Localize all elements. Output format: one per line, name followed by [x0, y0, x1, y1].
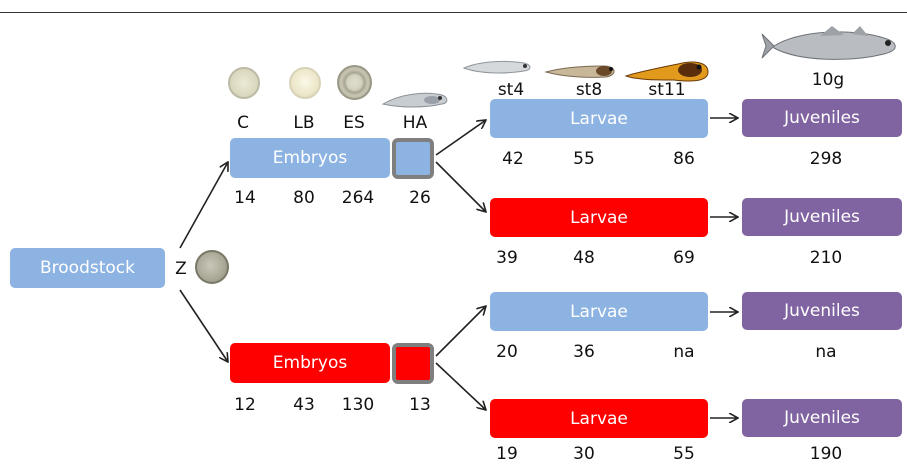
- juveniles-box-1: Juveniles: [742, 99, 902, 137]
- arrow-red-to-larvae-4: [436, 363, 486, 410]
- row3-st4-value: 20: [496, 342, 518, 362]
- zygote-egg-icon: [195, 250, 229, 284]
- larvae-label-3: Larvae: [570, 302, 628, 322]
- broodstock-box: Broodstock: [10, 248, 165, 288]
- arrow-blue-to-larvae-2: [436, 162, 486, 212]
- juveniles-box-2: Juveniles: [742, 198, 902, 236]
- embryo-red-c-value: 12: [234, 395, 256, 415]
- arrow-z-to-blue-embryos: [180, 162, 228, 248]
- stage-lb-label: LB: [293, 113, 314, 133]
- arrow-z-to-red-embryos: [180, 290, 228, 362]
- row4-st8-value: 30: [573, 444, 595, 464]
- hatching-box-red: [392, 343, 434, 384]
- juveniles-label-2: Juveniles: [784, 207, 860, 227]
- embryos-label-red: Embryos: [273, 353, 347, 373]
- arrow-blue-to-larvae-1: [436, 120, 486, 155]
- juvenile-fish-icon: [760, 22, 907, 68]
- juveniles-box-4: Juveniles: [742, 399, 902, 437]
- stage-ha-label: HA: [403, 113, 427, 133]
- row4-juveniles-value: 190: [810, 444, 842, 464]
- row4-st11-value: 55: [673, 444, 695, 464]
- larval-stage-st11: st11: [648, 80, 685, 100]
- larvae-label-2: Larvae: [570, 208, 628, 228]
- embryo-blue-ha-value: 26: [409, 188, 431, 208]
- arrow-red-to-larvae-3: [436, 306, 486, 356]
- larvae-label-4: Larvae: [570, 409, 628, 429]
- larvae-box-3: Larvae: [490, 292, 708, 331]
- egg-c-icon: [228, 67, 260, 99]
- stage-c-label: C: [237, 113, 249, 133]
- embryos-box-blue: Embryos: [230, 138, 390, 178]
- embryo-blue-lb-value: 80: [293, 188, 315, 208]
- larvae-box-1: Larvae: [490, 99, 708, 138]
- row2-st8-value: 48: [573, 248, 595, 268]
- row1-juveniles-value: 298: [810, 149, 842, 169]
- larval-stage-st4: st4: [498, 80, 524, 100]
- row3-juveniles-value: na: [815, 342, 836, 362]
- zygote-label: Z: [175, 259, 187, 279]
- larvae-box-2: Larvae: [490, 198, 708, 237]
- larvae-label-1: Larvae: [570, 109, 628, 129]
- larvae-box-4: Larvae: [490, 399, 708, 438]
- juveniles-label-4: Juveniles: [784, 408, 860, 428]
- row1-st11-value: 86: [673, 149, 695, 169]
- broodstock-label: Broodstock: [40, 258, 135, 278]
- row3-st11-value: na: [673, 342, 694, 362]
- juvenile-weight: 10g: [812, 70, 844, 90]
- row2-st11-value: 69: [673, 248, 695, 268]
- embryo-red-ha-value: 13: [409, 395, 431, 415]
- embryos-box-red: Embryos: [230, 343, 390, 383]
- embryos-label-blue: Embryos: [273, 148, 347, 168]
- row4-st4-value: 19: [496, 444, 518, 464]
- juveniles-label-1: Juveniles: [784, 108, 860, 128]
- egg-es-icon: [337, 65, 372, 100]
- embryo-red-lb-value: 43: [293, 395, 315, 415]
- juveniles-box-3: Juveniles: [742, 292, 902, 330]
- embryo-red-es-value: 130: [342, 395, 374, 415]
- embryo-blue-es-value: 264: [342, 188, 374, 208]
- juveniles-label-3: Juveniles: [784, 301, 860, 321]
- embryo-blue-c-value: 14: [234, 188, 256, 208]
- row1-st4-value: 42: [502, 149, 524, 169]
- stage-es-label: ES: [343, 113, 365, 133]
- row3-st8-value: 36: [573, 342, 595, 362]
- row2-juveniles-value: 210: [810, 248, 842, 268]
- larva-st4-icon: [462, 55, 534, 79]
- row1-st8-value: 55: [573, 149, 595, 169]
- egg-lb-icon: [289, 67, 321, 99]
- larval-stage-st8: st8: [576, 80, 602, 100]
- row2-st4-value: 39: [496, 248, 518, 268]
- hatching-box-blue: [392, 138, 434, 179]
